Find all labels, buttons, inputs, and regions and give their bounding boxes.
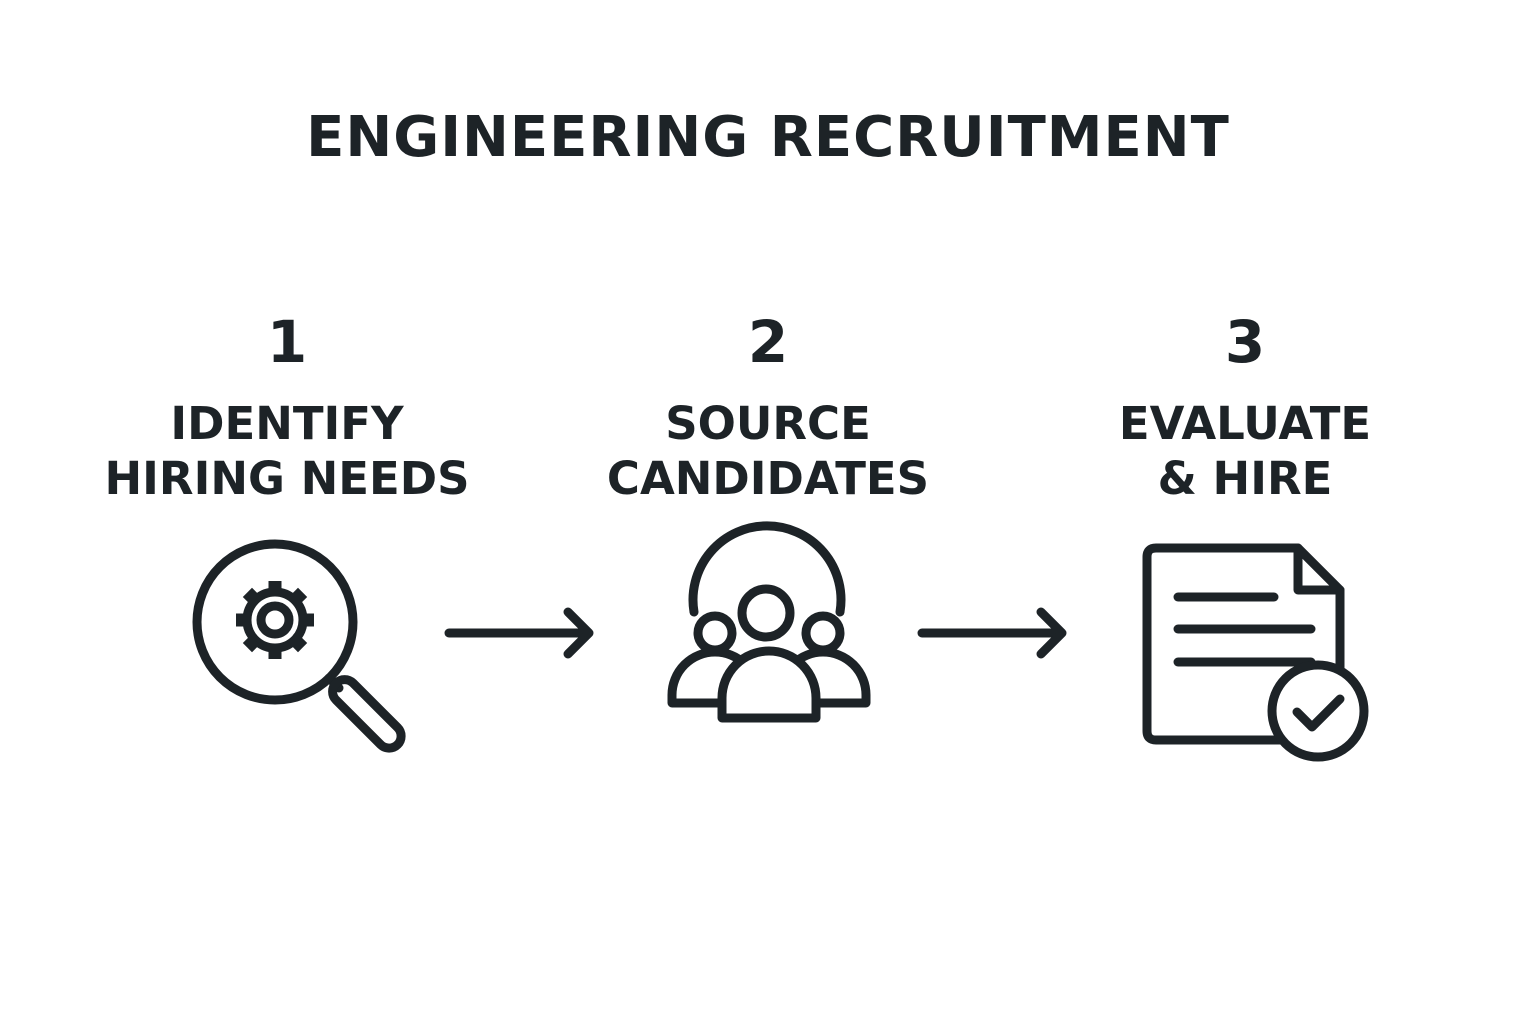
step-evaluate-and-hire: 3 EVALUATE & HIRE [1035, 308, 1455, 506]
step-number: 1 [266, 308, 308, 376]
magnifier-neck [324, 673, 344, 693]
step-label-line: EVALUATE [1118, 397, 1372, 450]
step-number: 3 [1224, 308, 1266, 376]
gear-icon [236, 581, 314, 659]
person-left-head [693, 611, 737, 655]
people-group-icon [667, 521, 871, 723]
person-center-body [717, 646, 821, 723]
document-folded-corner [1293, 543, 1345, 595]
checkmark-icon [1292, 694, 1345, 732]
step-label-line: IDENTIFY [170, 397, 404, 450]
step-source-candidates: 2 SOURCE CANDIDATES [558, 308, 978, 506]
person-center-head [737, 584, 795, 642]
step-number: 2 [747, 308, 789, 376]
document-check-icon [1142, 543, 1369, 762]
step-label-line: SOURCE [665, 397, 871, 450]
arrow-right-icon [917, 607, 1067, 659]
step-identify-hiring-needs: 1 IDENTIFY HIRING NEEDS [77, 308, 497, 506]
magnifier-handle [328, 675, 406, 753]
document-outline [1142, 543, 1345, 745]
group-outline-arc [688, 521, 846, 617]
diagram-title: ENGINEERING RECRUITMENT [306, 105, 1230, 170]
magnifier-lens [192, 539, 358, 705]
step-label-line: & HIRE [1157, 452, 1333, 505]
step-label: EVALUATE & HIRE [1035, 396, 1455, 506]
person-right-head [801, 611, 845, 655]
step-label-line: CANDIDATES [606, 452, 930, 505]
person-left-body [667, 647, 763, 708]
arrow-right-icon [444, 607, 594, 659]
step-label-line: HIRING NEEDS [104, 452, 470, 505]
step-label: IDENTIFY HIRING NEEDS [77, 396, 497, 506]
magnifier-gear-icon [192, 539, 406, 753]
step-label: SOURCE CANDIDATES [558, 396, 978, 506]
person-right-body [775, 647, 871, 708]
check-badge [1267, 660, 1369, 762]
